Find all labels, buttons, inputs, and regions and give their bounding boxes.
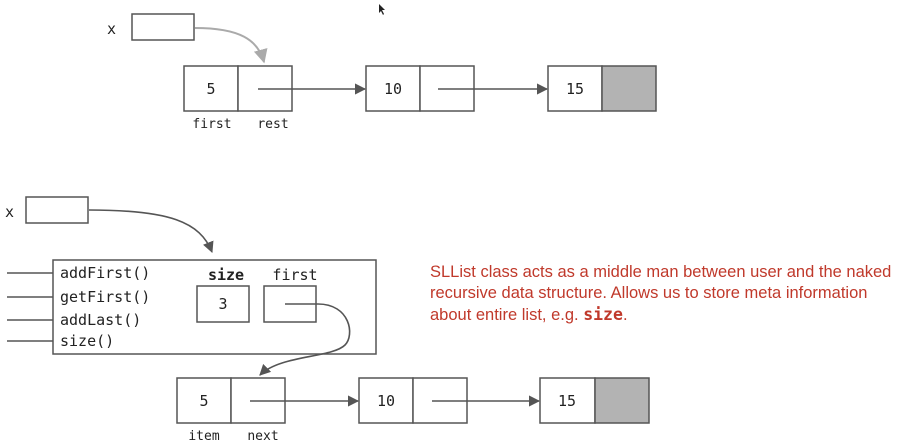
top-var-x-box — [131, 13, 195, 41]
method-addlast: addLast() — [60, 311, 141, 329]
top-node-1-value: 5 — [206, 80, 215, 98]
first-pointer-arrow — [259, 303, 351, 376]
note-text: SLList class acts as a middle man betwee… — [430, 263, 892, 324]
bottom-node-3-value: 15 — [558, 392, 576, 410]
bottom-node-3-item-cell — [539, 377, 596, 424]
top-node-2-first-cell — [365, 65, 421, 112]
size-field-box — [196, 285, 250, 323]
bottom-var-x-box — [25, 196, 89, 224]
top-node-3-value: 15 — [566, 80, 584, 98]
bottom-next-field-label: next — [247, 429, 278, 444]
top-x-pointer-arrow — [194, 27, 268, 64]
note-text-end: . — [622, 306, 628, 324]
method-size: size() — [60, 332, 114, 350]
bottom-node-3-null-cell — [594, 377, 650, 424]
bottom-node-2-value: 10 — [377, 392, 395, 410]
size-field-value: 3 — [218, 295, 227, 313]
explanation-note: SLList class acts as a middle man betwee… — [430, 262, 910, 326]
method-addfirst: addFirst() — [60, 264, 150, 282]
bottom-x-pointer-arrow — [88, 209, 214, 254]
method-getfirst: getFirst() — [60, 288, 150, 306]
mouse-cursor-icon — [379, 4, 385, 15]
bottom-item-field-label: item — [188, 429, 219, 444]
top-node-1-first-cell — [183, 65, 239, 112]
top-node-2-value: 10 — [384, 80, 402, 98]
size-field-label: size — [208, 266, 244, 284]
top-rest-field-label: rest — [257, 117, 288, 132]
top-first-field-label: first — [192, 117, 231, 132]
top-var-x-label: x — [107, 20, 116, 38]
bottom-node-2-item-cell — [358, 377, 414, 424]
bottom-var-x-label: x — [5, 203, 14, 221]
note-keyword: size — [583, 305, 623, 324]
bottom-node-1-value: 5 — [199, 392, 208, 410]
bottom-node-1-item-cell — [176, 377, 232, 424]
top-node-3-null-cell — [601, 65, 657, 112]
first-field-label: first — [272, 266, 317, 284]
